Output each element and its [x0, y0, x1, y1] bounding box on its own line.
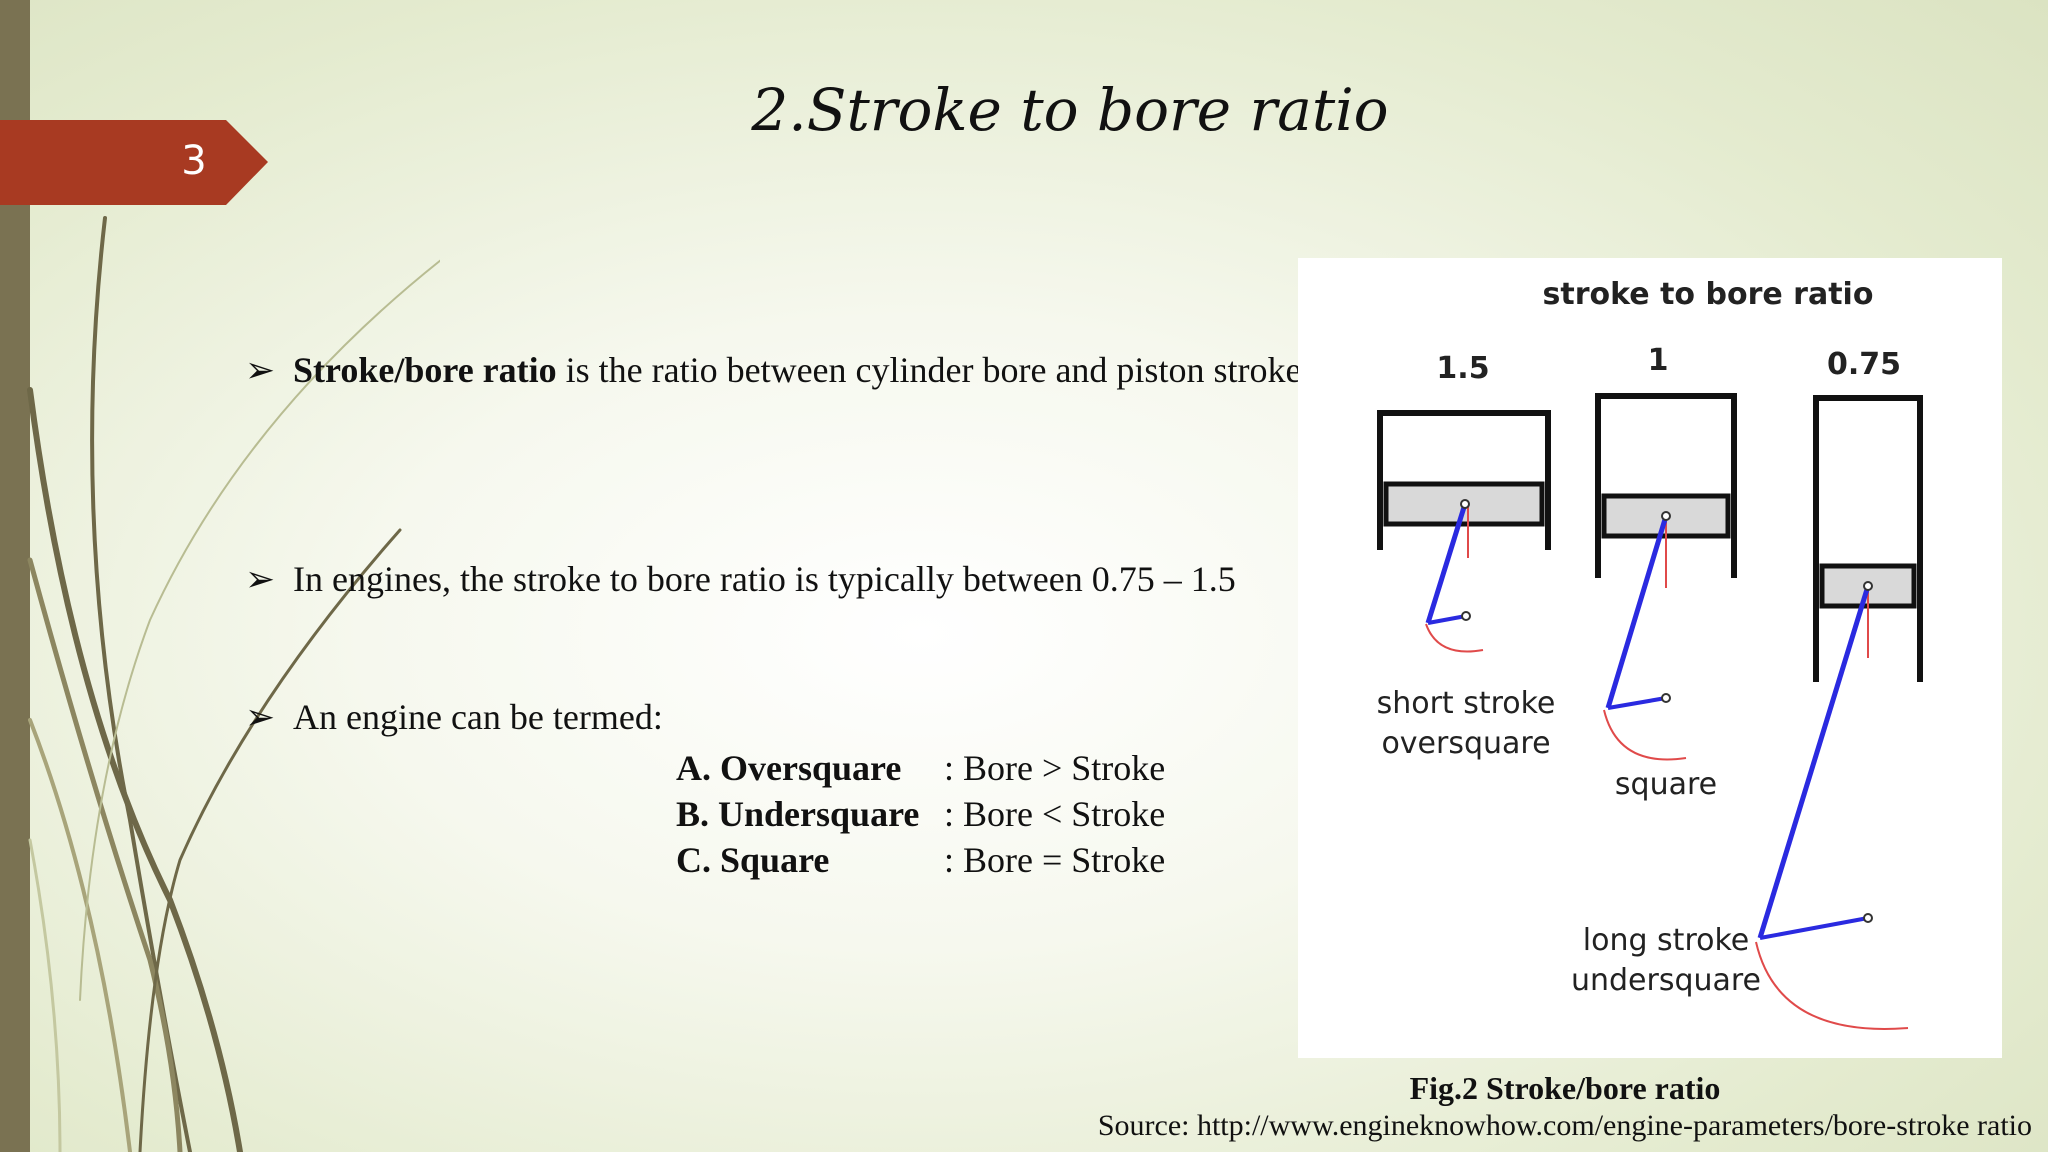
bullet-text: In engines, the stroke to bore ratio is … — [293, 559, 1236, 599]
bullet-text: An engine can be termed: — [293, 697, 663, 737]
figure-heading: stroke to bore ratio — [1543, 277, 1874, 312]
figure-caption: Fig.2 Stroke/bore ratio — [1409, 1070, 1721, 1106]
ratio-label-oversquare: 1.5 — [1436, 351, 1489, 386]
figure-source: Source: http://www.engineknowhow.com/eng… — [1097, 1109, 2032, 1142]
label-short-stroke: short stroke — [1377, 686, 1556, 721]
label-undersquare: undersquare — [1571, 963, 1761, 998]
label-oversquare: oversquare — [1381, 726, 1550, 761]
engine-cylinder-diagram: stroke to bore ratio 1.5 1 0.75 short st… — [1377, 277, 1923, 1030]
label-long-stroke: long stroke — [1583, 923, 1749, 958]
term-value: : Bore > Stroke — [944, 748, 1166, 788]
engine-terms-list: A. Oversquare : Bore > Stroke B. Undersq… — [676, 745, 1236, 883]
arrow-bullet-icon: ➢ — [245, 350, 276, 390]
term-label: B. Undersquare — [676, 794, 920, 834]
bullet-engine-terms: ➢ An engine can be termed: — [245, 683, 945, 753]
slide-number: 3 — [181, 138, 207, 184]
cylinder-oversquare — [1377, 410, 1551, 653]
cylinder-undersquare — [1755, 395, 1923, 1030]
bullet-definition: ➢ Stroke/bore ratio is the ratio between… — [245, 336, 1310, 476]
term-row: B. Undersquare : Bore < Stroke — [676, 791, 1236, 837]
term-value: : Bore = Stroke — [944, 840, 1166, 880]
term-row: A. Oversquare : Bore > Stroke — [676, 745, 1236, 791]
term-row: C. Square : Bore = Stroke — [676, 837, 1236, 883]
bullet-text: is the ratio between cylinder bore and p… — [556, 350, 1311, 390]
term-label: A. Oversquare — [676, 748, 902, 788]
ratio-label-square: 1 — [1648, 343, 1669, 378]
arrow-bullet-icon: ➢ — [245, 559, 276, 599]
slide-number-tab — [0, 120, 268, 205]
term-value: : Bore < Stroke — [944, 794, 1166, 834]
arrow-bullet-icon: ➢ — [245, 697, 276, 737]
bullet-bold-term: Stroke/bore ratio — [293, 350, 557, 390]
stroke-bore-figure: stroke to bore ratio 1.5 1 0.75 short st… — [1298, 258, 2002, 1058]
decorative-grass-lines — [27, 216, 440, 1152]
ratio-label-undersquare: 0.75 — [1827, 347, 1901, 382]
cylinder-square — [1595, 393, 1737, 761]
bullet-typical-range: ➢ In engines, the stroke to bore ratio i… — [245, 545, 1315, 615]
term-label: C. Square — [676, 840, 830, 880]
label-square: square — [1615, 767, 1717, 802]
slide-title: 2.Stroke to bore ratio — [751, 76, 1389, 144]
